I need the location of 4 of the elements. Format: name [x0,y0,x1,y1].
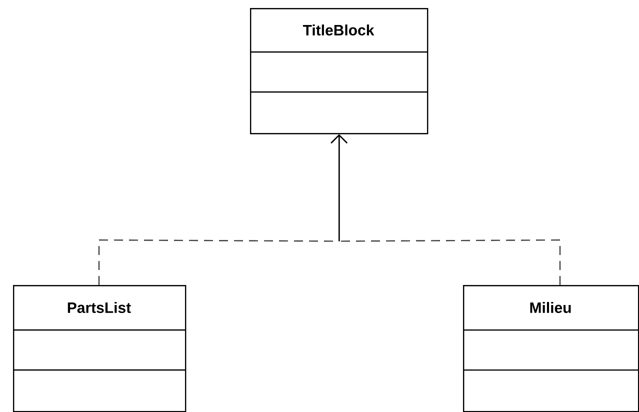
class-box: TitleBlock [250,8,428,134]
class-box: Milieu [463,285,639,412]
class-box: PartsList [13,285,186,412]
arrow [330,134,561,285]
